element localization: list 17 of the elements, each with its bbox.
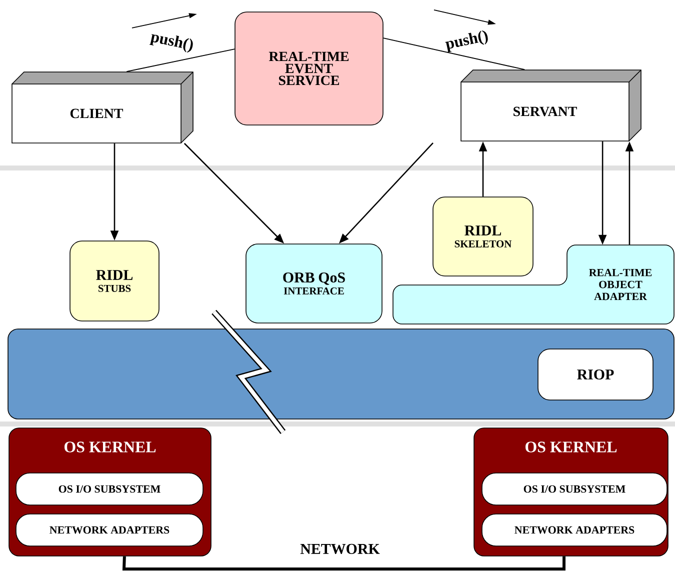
stub-box: RIDL SKELETON bbox=[432, 196, 534, 276]
subsystem-pill: NETWORK ADAPTERS bbox=[482, 514, 668, 546]
connector bbox=[122, 556, 566, 570]
connector bbox=[382, 38, 526, 70]
subsystem-pill: OS I/O SUBSYSTEM bbox=[16, 472, 204, 506]
service-box: REAL-TIME EVENT SERVICE bbox=[234, 12, 384, 126]
subsystem-pill: OS I/O SUBSYSTEM bbox=[482, 472, 668, 506]
edge-label: push() bbox=[149, 34, 193, 53]
protocol-box: RIOP bbox=[538, 348, 654, 400]
edge-label: push() bbox=[445, 30, 488, 53]
connector bbox=[126, 48, 236, 72]
stub-box: RIDL STUBS bbox=[70, 240, 160, 322]
component-box: SERVANT bbox=[460, 70, 642, 142]
interface-box: ORB QoS INTERFACE bbox=[246, 244, 382, 324]
subsystem-pill: NETWORK ADAPTERS bbox=[16, 514, 204, 546]
edge-label: NETWORK bbox=[300, 544, 380, 554]
component-box: CLIENT bbox=[12, 72, 194, 144]
